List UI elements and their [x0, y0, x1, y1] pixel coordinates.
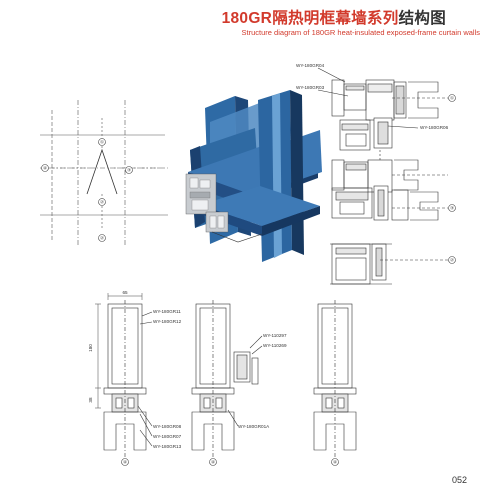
marker-4: ④ [43, 166, 48, 171]
label-wy-180gr07: WY-180GR07 [153, 434, 182, 439]
title-series: 180GR [221, 10, 273, 27]
label-wy-110297: WY-110297 [263, 333, 287, 338]
marker-2: ② [100, 200, 105, 205]
label-wy-180gr06: WY-180GR06 [420, 125, 449, 130]
top-marker-2: ② [450, 258, 455, 263]
dimension-labels: 65 180 38 [88, 290, 128, 403]
dim-width: 65 [122, 290, 128, 295]
title-series-name: 隔热明框幕墙系列 [272, 10, 399, 27]
label-wy-180gr03: WY-180GR03 [296, 85, 325, 90]
section-top-details [317, 67, 448, 285]
page-number: 052 [452, 475, 468, 485]
label-wy-180gr11: WY-180GR11 [153, 309, 181, 314]
mullion-section-left [103, 300, 153, 460]
grid-elevation [40, 100, 168, 245]
top-marker-3: ③ [450, 206, 455, 211]
render-3d-frame [185, 90, 322, 262]
marker-3: ③ [127, 168, 132, 173]
label-wy-180gr12: WY-180GR12 [153, 319, 182, 324]
bottom-marker-right: ④ [333, 460, 338, 465]
bottom-marker-left: ④ [123, 460, 128, 465]
grid-markers: ④ ① ③ ② ② [41, 138, 133, 242]
mullion-section-middle [191, 300, 263, 460]
marker-1: ① [100, 140, 105, 145]
label-wy-180gr13: WY-180GR13 [153, 444, 182, 449]
mullion-section-right [313, 300, 357, 460]
bottom-marker-middle: ④ [211, 460, 216, 465]
label-wy-180gr04: WY-180GR04 [296, 63, 325, 68]
title-suffix: 结构图 [398, 10, 446, 27]
dim-height: 180 [88, 344, 93, 352]
dimension-lines [95, 293, 143, 409]
section-top-labels: WY-180GR04 WY-180GR03 WY-180GR06 ① ③ ② [296, 63, 456, 264]
label-wy-180gr08: WY-180GR08 [153, 424, 182, 429]
label-wy-110269: WY-110269 [263, 343, 287, 348]
marker-2b: ② [100, 236, 105, 241]
bottom-labels: WY-180GR11 WY-180GR12 WY-180GR08 WY-180G… [121, 309, 339, 466]
page-title: 180GR隔热明框幕墙系列结构图 [222, 6, 446, 28]
page-subtitle: Structure diagram of 180GR heat-insulate… [241, 28, 480, 37]
label-wy-180gr01a: WY-180GR01A [238, 424, 270, 429]
top-marker-1: ① [450, 96, 455, 101]
dim-base: 38 [88, 397, 93, 403]
